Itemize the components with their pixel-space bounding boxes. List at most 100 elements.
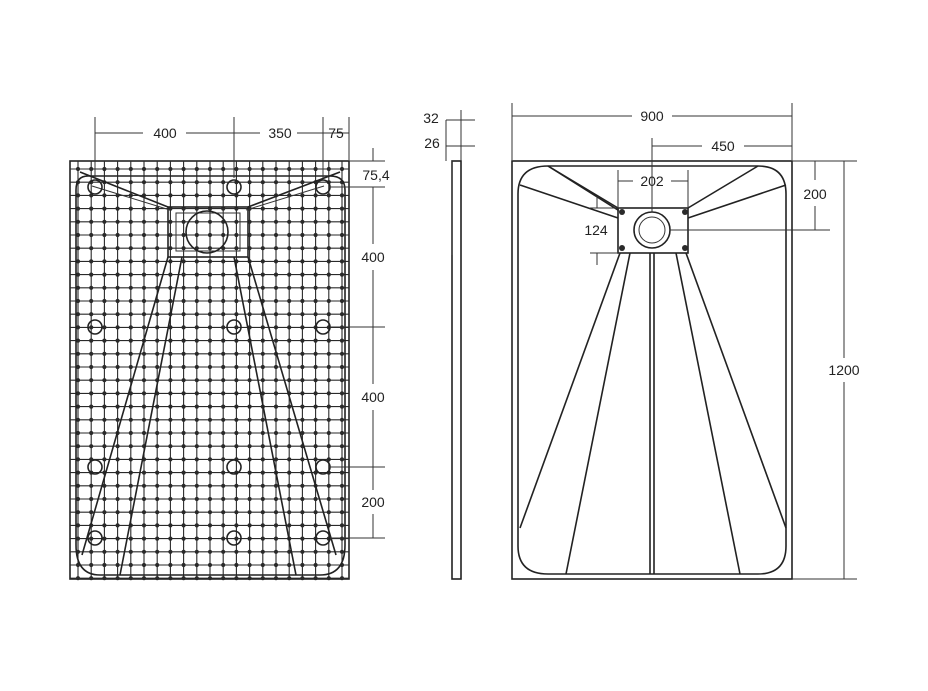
grid-node [339,166,345,172]
grid-node [194,193,199,198]
grid-node [128,325,133,330]
grid-node [300,483,305,488]
dim-1200-label: 1200 [828,362,859,378]
grid-node [260,470,265,475]
grid-node [207,444,213,449]
grid-node [194,417,199,422]
grid-node [260,338,265,343]
grid-node [75,391,81,396]
grid-node [115,338,120,343]
grid-node [194,298,199,304]
grid-node [168,364,173,370]
grid-node [221,510,226,515]
channel-line [247,256,337,556]
grid-node [207,325,213,330]
grid-node [181,576,186,581]
screw-icon [682,245,688,251]
grid-node [155,444,160,449]
grid-node [102,457,107,462]
grid-node [141,576,147,581]
grid-node [247,536,252,541]
grid-node [141,312,147,317]
grid-node [273,259,279,264]
grid-node [75,259,81,264]
grid-node [273,562,279,568]
grid-node [75,351,81,356]
grid-node [115,378,120,383]
grid-node [194,325,199,330]
grid-node [207,219,213,224]
grid-node [221,391,226,396]
bottom-view: 400 350 75 75,4 400 400 200 [69,117,390,581]
channel-line [519,252,621,529]
grid-node [168,444,173,449]
grid-node [273,298,279,304]
grid-node [115,312,120,317]
grid-node [339,510,345,515]
grid-node [339,576,345,581]
grid-node [194,536,199,541]
grid-node [115,206,120,211]
grid-node [168,219,173,224]
grid-node [287,562,292,568]
grid-node [221,549,226,554]
grid-node [260,562,265,568]
grid-node [287,232,292,238]
grid-node [221,325,226,330]
grid-node [207,496,213,502]
grid-node [234,364,239,370]
grid-node [300,523,305,528]
grid-node [102,219,107,224]
grid-node [326,496,331,502]
grid-node [181,523,186,528]
grid-node [89,536,94,541]
grid-node [75,404,81,409]
grid-node [89,444,94,449]
grid-node [207,523,213,528]
grid-node [273,338,279,343]
grid-node [221,470,226,475]
grid-node [141,404,147,409]
channel-line [81,256,169,556]
grid-node [339,272,345,277]
grid-node [194,444,199,449]
support-grid [70,161,349,581]
grid-node [168,562,173,568]
grid-node [287,364,292,370]
dim-75-label: 75 [328,125,344,141]
grid-node [326,206,331,211]
grid-node [234,483,239,488]
side-profile [451,160,462,580]
grid-node [313,496,318,502]
grid-node [221,298,226,304]
grid-node [89,351,94,356]
grid-node [300,496,305,502]
grid-node [326,312,331,317]
grid-node [168,404,173,409]
grid-node [273,166,279,172]
grid-node [75,378,81,383]
grid-node [300,272,305,277]
grid-node [115,391,120,396]
grid-node [168,180,173,185]
grid-node [326,246,331,251]
drain-frame-bottom [175,212,241,252]
grid-node [287,576,292,581]
bottom-top-dimensions: 400 350 75 [94,117,350,178]
grid-node [181,510,186,515]
channel-line [247,171,341,208]
grid-node [247,549,252,554]
grid-node [300,246,305,251]
grid-node [339,219,345,224]
grid-node [194,351,199,356]
channel-line [79,171,169,208]
grid-node [326,562,331,568]
grid-node [247,351,252,356]
grid-node [168,298,173,304]
grid-node [247,562,252,568]
grid-node [128,312,133,317]
grid-node [300,298,305,304]
grid-node [181,338,186,343]
grid-node [128,549,133,554]
grid-node [247,180,252,185]
